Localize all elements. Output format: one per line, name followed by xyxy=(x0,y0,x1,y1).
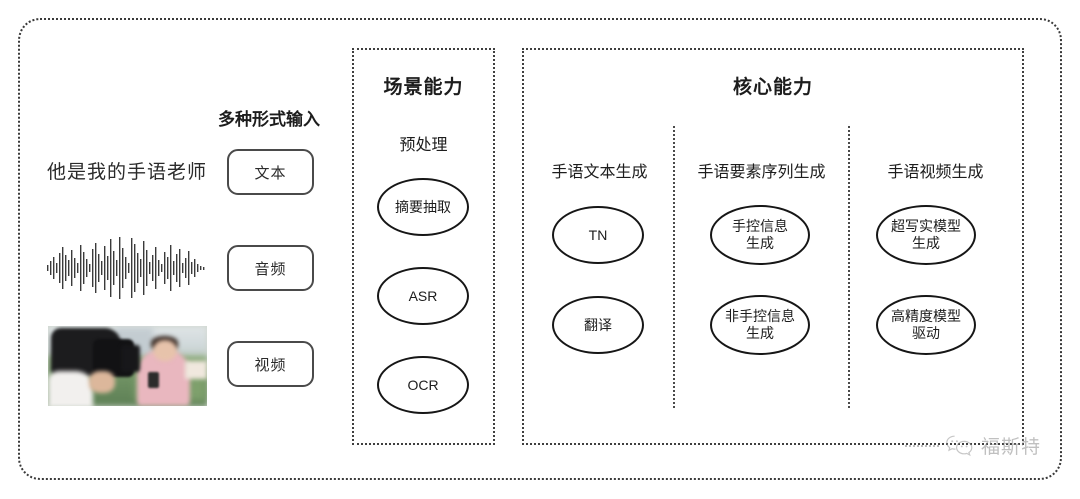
scene-capability-panel: 场景能力 xyxy=(352,48,495,445)
node-label: 摘要抽取 xyxy=(395,198,451,215)
node-label-line1: TN xyxy=(588,226,608,243)
core-capability-title: 核心能力 xyxy=(732,77,813,98)
video-thumbnail-icon xyxy=(48,326,207,406)
scene-subsection-heading: 预处理 xyxy=(399,137,448,154)
node-hyperrealistic-model-generation[interactable]: 超写实模型 生成 xyxy=(876,205,976,265)
node-asr[interactable]: ASR xyxy=(377,267,469,325)
core-column-heading-text-generation: 手语文本生成 xyxy=(551,164,648,181)
waveform-icon xyxy=(47,237,205,299)
node-label-line2: 生成 xyxy=(746,325,774,341)
outer-frame xyxy=(18,18,1062,480)
node-label: OCR xyxy=(407,376,439,393)
sample-text-input: 他是我的手语老师 xyxy=(47,162,208,183)
core-column-heading-video-generation: 手语视频生成 xyxy=(887,164,984,181)
node-label-line1: 超写实模型 xyxy=(891,218,961,235)
node-label: ASR xyxy=(408,287,438,304)
modality-pill-audio[interactable]: 音频 xyxy=(227,245,314,291)
node-high-precision-model-driving[interactable]: 高精度模型 驱动 xyxy=(876,295,976,355)
node-ocr[interactable]: OCR xyxy=(377,356,469,414)
node-label-line1: 手控信息 xyxy=(732,218,788,235)
core-column-divider-1 xyxy=(673,126,675,408)
node-label-line2: 生成 xyxy=(912,235,940,251)
watermark-dots xyxy=(905,444,939,447)
modality-pill-text[interactable]: 文本 xyxy=(227,149,314,195)
node-non-manual-info-generation[interactable]: 非手控信息 生成 xyxy=(710,295,810,355)
node-label-line1: 非手控信息 xyxy=(725,308,795,325)
node-label-line1: 高精度模型 xyxy=(891,308,961,325)
input-section-heading: 多种形式输入 xyxy=(218,110,320,129)
node-tn[interactable]: TN xyxy=(552,206,644,264)
core-column-heading-element-sequence: 手语要素序列生成 xyxy=(697,164,826,181)
core-column-divider-2 xyxy=(848,126,850,408)
node-translation[interactable]: 翻译 xyxy=(552,296,644,354)
node-label-line1: 翻译 xyxy=(584,316,612,333)
core-capability-panel: 核心能力 xyxy=(522,48,1024,445)
node-manual-info-generation[interactable]: 手控信息 生成 xyxy=(710,205,810,265)
node-summary-extraction[interactable]: 摘要抽取 xyxy=(377,178,469,236)
wechat-icon xyxy=(946,435,973,456)
scene-capability-title: 场景能力 xyxy=(383,77,464,98)
watermark-text: 福斯特 xyxy=(981,437,1042,458)
modality-pill-video[interactable]: 视频 xyxy=(227,341,314,387)
node-label-line2: 驱动 xyxy=(912,325,940,341)
watermark: 福斯特 xyxy=(905,432,1041,459)
node-label-line2: 生成 xyxy=(746,235,774,251)
